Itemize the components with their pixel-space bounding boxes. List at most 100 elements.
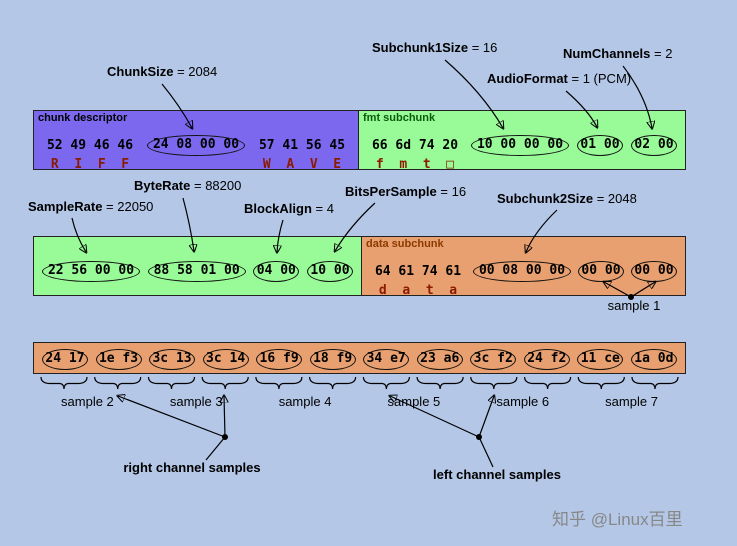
annotation-chunksize: ChunkSize = 2084 [107, 64, 217, 79]
ascii-group [633, 282, 677, 299]
hex-group-circled: 88 58 01 00 [147, 260, 246, 282]
connector-line [478, 436, 494, 468]
annotation-audioformat: AudioFormat = 1 (PCM) [487, 71, 631, 86]
brace [201, 376, 249, 390]
hex-group-circled: 24 17 [42, 348, 88, 370]
hex-group: 52 49 46 46 [46, 137, 134, 153]
hex-group: 57 41 56 45 [258, 137, 346, 153]
sample-label: sample 2 [61, 394, 114, 409]
sample-label: sample 7 [605, 394, 658, 409]
hex-group: 66 6d 74 20 [371, 137, 459, 153]
sample-label: sample 5 [387, 394, 441, 409]
annotation-subchunk2size-value: = 2048 [596, 191, 637, 206]
ascii-group [633, 156, 677, 173]
sample-label: sample 4 [278, 394, 332, 409]
annotation-subchunk2size-name: Subchunk2Size [497, 191, 594, 206]
annotation-byterate-value: = 88200 [193, 178, 242, 193]
hex-group-circled: 11 ce [577, 348, 624, 370]
hex-group-circled: 00 00 [631, 260, 677, 282]
ascii-group: d a t a [378, 282, 458, 298]
hex-group: 64 61 74 61 [374, 263, 462, 279]
annotation-samplerate-value: = 22050 [106, 199, 154, 214]
ascii-group: R I F F [50, 156, 130, 172]
data-subchunk-section: data subchunk 64 61 74 61 00 08 00 00 00 0… [361, 237, 685, 298]
ascii-group [475, 282, 571, 299]
brace [577, 376, 625, 390]
ascii-group: f m t □ [375, 156, 455, 172]
sample-label: sample 3 [169, 394, 223, 409]
annotation-subchunk2size: Subchunk2Size = 2048 [497, 191, 637, 206]
brace [362, 376, 410, 390]
annotation-blockalign-value: = 4 [315, 201, 334, 216]
ascii-group: W A V E [262, 156, 342, 172]
annotation-subchunk1size-value: = 16 [471, 40, 498, 55]
sample1-label: sample 1 [607, 298, 661, 313]
annotation-bitspersample: BitsPerSample = 16 [345, 184, 466, 199]
watermark: 知乎 @Linux百里 [552, 510, 683, 529]
junction-dot [222, 434, 228, 440]
hex-group-circled: 10 00 [306, 260, 353, 282]
annotation-audioformat-name: AudioFormat [487, 71, 568, 86]
annotation-blockalign-name: BlockAlign [244, 201, 312, 216]
data-subchunk-ascii-row: d a t a [362, 280, 685, 300]
hex-group-circled: 23 a6 [416, 348, 463, 370]
annotation-subchunk1size-name: Subchunk1Size [372, 40, 469, 55]
data-subchunk-header: data subchunk [366, 238, 444, 250]
hex-group-circled: 10 00 00 00 [471, 134, 569, 156]
annotation-numchannels: NumChannels = 2 [563, 46, 672, 61]
brace [416, 376, 464, 390]
hex-group-circled: 3c 13 [149, 348, 196, 370]
chunk-descriptor-header: chunk descriptor [38, 112, 128, 124]
brace [309, 376, 357, 390]
fmt-subchunk-section: fmt subchunk 66 6d 74 20 10 00 00 00 01 00… [358, 111, 685, 172]
annotation-byterate: ByteRate = 88200 [134, 178, 241, 193]
annotation-bitspersample-value: = 16 [440, 184, 467, 199]
hex-group-circled: 00 08 00 00 [473, 260, 571, 282]
brace [94, 376, 142, 390]
brace [631, 376, 679, 390]
brace [524, 376, 572, 390]
annotation-chunksize-name: ChunkSize [107, 64, 174, 79]
hex-group-circled: 24 f2 [523, 348, 570, 370]
hex-group-circled: 04 00 [253, 260, 300, 282]
right-channel-label: right channel samples [123, 460, 261, 475]
hex-group-circled: 1a 0d [630, 348, 677, 370]
annotation-numchannels-name: NumChannels [563, 46, 651, 61]
fmt-subchunk-header: fmt subchunk [363, 112, 436, 124]
hex-group-circled: 01 00 [577, 134, 623, 156]
fmt-subchunk-ascii-row: f m t □ [359, 154, 685, 174]
sample-labels-row: sample 2 sample 3 sample 4 sample 5 sample 6… [33, 394, 686, 409]
hex-group-circled: 16 f9 [256, 348, 303, 370]
hex-group-circled: 18 f9 [309, 348, 356, 370]
junction-dot [476, 434, 482, 440]
hex-group-circled: 3c f2 [470, 348, 517, 370]
brace [470, 376, 518, 390]
annotation-blockalign: BlockAlign = 4 [244, 201, 334, 216]
ascii-group [579, 156, 623, 173]
brace [147, 376, 196, 390]
brace [40, 376, 88, 390]
annotation-samplerate-name: SampleRate [28, 199, 103, 214]
sample-label: sample 6 [496, 394, 550, 409]
annotation-subchunk1size: Subchunk1Size = 16 [372, 40, 497, 55]
annotation-numchannels-value: = 2 [654, 46, 673, 61]
hex-group-circled: 00 00 [578, 260, 624, 282]
hex-group-circled: 24 08 00 00 [147, 134, 245, 156]
chunk-descriptor-hex-row: 52 49 46 46 24 08 00 00 57 41 56 45 [34, 134, 358, 156]
annotation-bitspersample-name: BitsPerSample [345, 184, 437, 199]
hex-group-circled: 3c 14 [202, 348, 249, 370]
annotation-samplerate: SampleRate = 22050 [28, 199, 153, 214]
hex-group-circled: 34 e7 [363, 348, 410, 370]
ascii-group [580, 282, 624, 299]
hex-group-circled: 02 00 [631, 134, 677, 156]
